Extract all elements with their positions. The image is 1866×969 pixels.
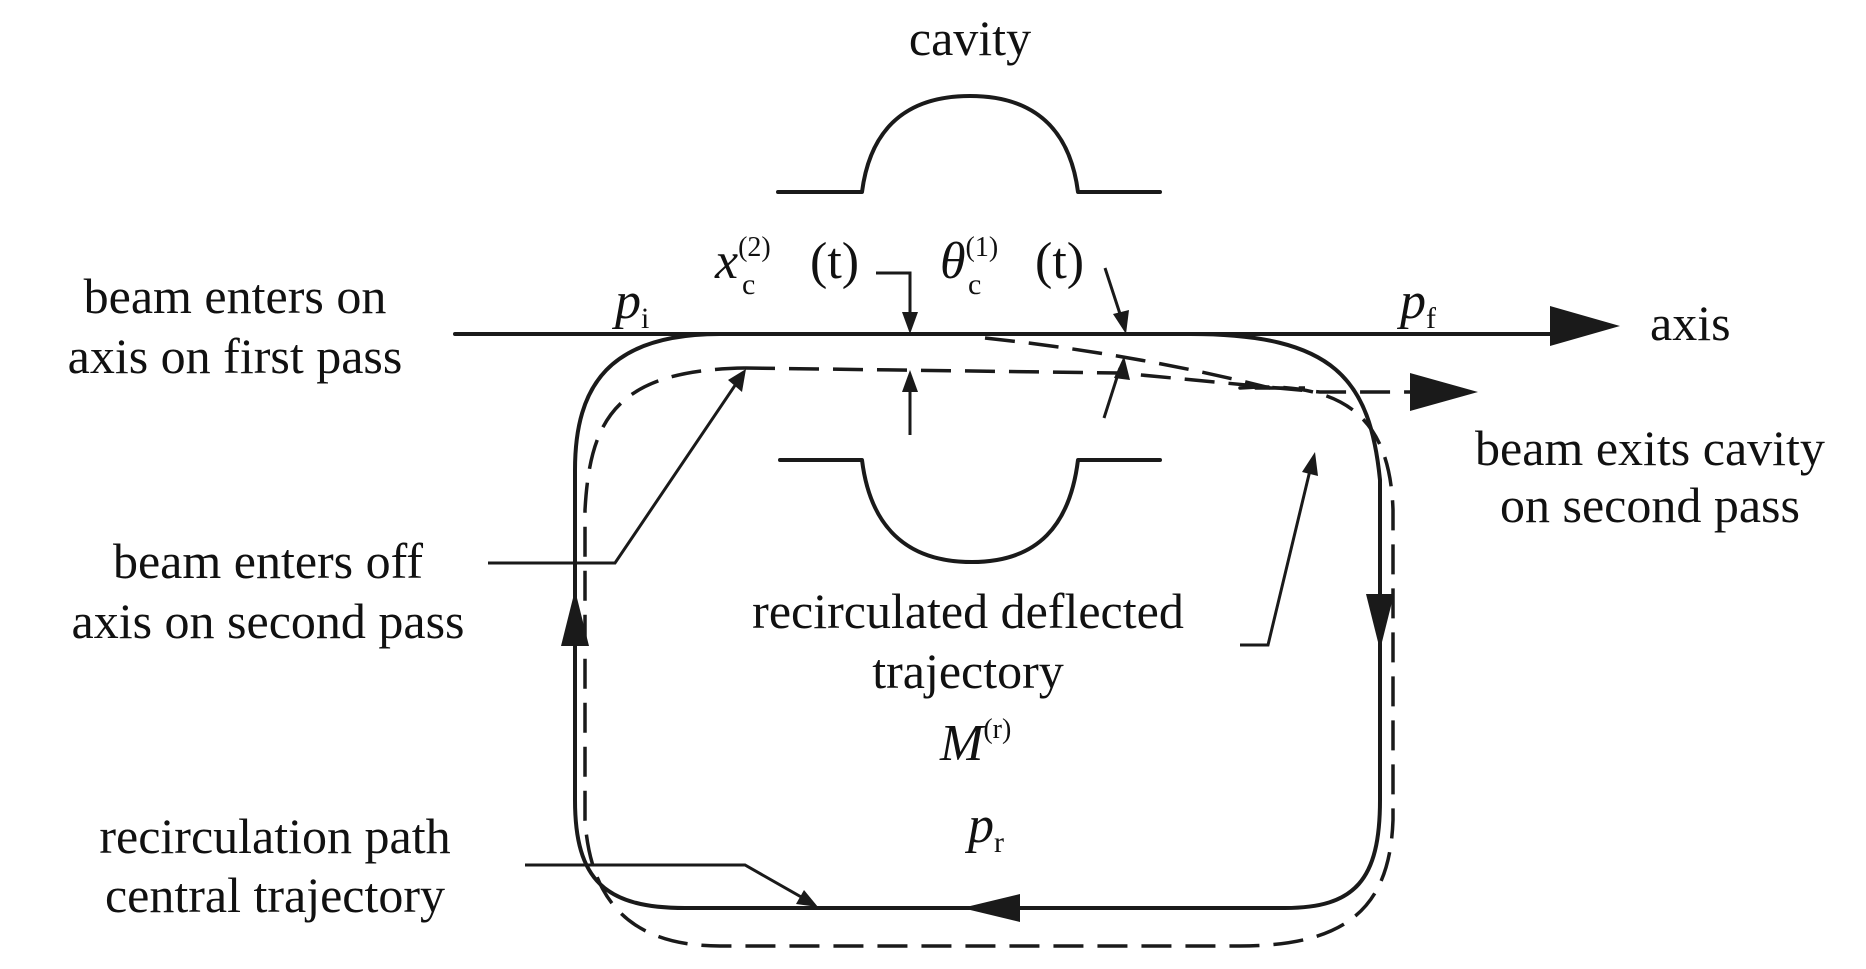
- xc-symbol: x: [714, 233, 738, 290]
- theta-superscript: (1): [966, 232, 999, 263]
- enter-off-leader: [488, 377, 742, 565]
- deflected-label-line1: recirculated deflected: [752, 583, 1184, 639]
- central-leader: [525, 863, 811, 904]
- xc-label: x(2) c (t): [714, 232, 859, 301]
- deflected-label-line2: trajectory: [872, 643, 1064, 699]
- cavity-label: cavity: [909, 10, 1031, 66]
- cavity-lower-wall: [778, 458, 1162, 564]
- xc-superscript: (2): [738, 232, 771, 263]
- exit-arrowhead: [1410, 373, 1478, 411]
- theta-argument: (t): [1035, 233, 1084, 290]
- enter-first-label-line1: beam enters on: [84, 268, 387, 324]
- central-label-line1: recirculation path: [99, 808, 450, 864]
- p-final-symbol: p: [1396, 273, 1426, 330]
- theta-label: θ(1) c (t): [940, 232, 1084, 301]
- deflected-leader-arrowhead: [1302, 452, 1318, 476]
- deflected-off-axis-segment: [984, 336, 1271, 390]
- theta-symbol: θ: [940, 233, 966, 290]
- xc-leader-line: [876, 271, 912, 322]
- p-initial-label: pi: [611, 273, 649, 335]
- theta-leader-line: [1103, 267, 1124, 321]
- theta-top-arrowhead: [1113, 310, 1129, 334]
- p-recirc-label: pr: [964, 797, 1004, 859]
- xc-argument: (t): [810, 233, 859, 290]
- bottom-arrowhead: [962, 894, 1020, 922]
- xc-top-arrowhead: [902, 312, 918, 334]
- deflected-leader: [1240, 461, 1314, 647]
- enter-off-label-line1: beam enters off: [113, 533, 423, 589]
- xc-subscript: c: [742, 268, 755, 301]
- recirculated-deflected-trajectory: [583, 366, 1395, 948]
- m-r-label: M(r): [939, 714, 1011, 772]
- enter-off-leader-arrowhead: [728, 369, 746, 392]
- p-recirc-subscript: r: [994, 826, 1004, 859]
- left-side-arrowhead: [561, 590, 589, 646]
- exit-second-label-line1: beam exits cavity: [1475, 420, 1825, 476]
- theta-subscript: c: [968, 268, 981, 301]
- enter-first-label-line2: axis on first pass: [68, 328, 403, 384]
- central-leader-arrowhead: [796, 890, 818, 907]
- p-recirc-symbol: p: [964, 797, 994, 854]
- p-initial-subscript: i: [641, 302, 649, 335]
- cavity-upper-wall: [776, 94, 1162, 194]
- p-final-subscript: f: [1426, 302, 1436, 335]
- axis-arrowhead: [1550, 306, 1620, 346]
- p-final-label: pf: [1396, 273, 1436, 335]
- enter-off-label-line2: axis on second pass: [72, 593, 465, 649]
- theta-bottom-arrowhead: [1114, 356, 1130, 380]
- axis-label: axis: [1650, 295, 1731, 351]
- xc-bottom-arrowhead: [902, 370, 918, 392]
- right-side-arrowhead: [1366, 594, 1394, 650]
- p-initial-symbol: p: [611, 273, 641, 330]
- deflected-exit-path: [744, 366, 1425, 394]
- m-r-symbol: M: [939, 715, 986, 772]
- exit-second-label-line2: on second pass: [1500, 477, 1800, 533]
- central-label-line2: central trajectory: [105, 867, 445, 923]
- m-r-superscript: (r): [983, 714, 1011, 745]
